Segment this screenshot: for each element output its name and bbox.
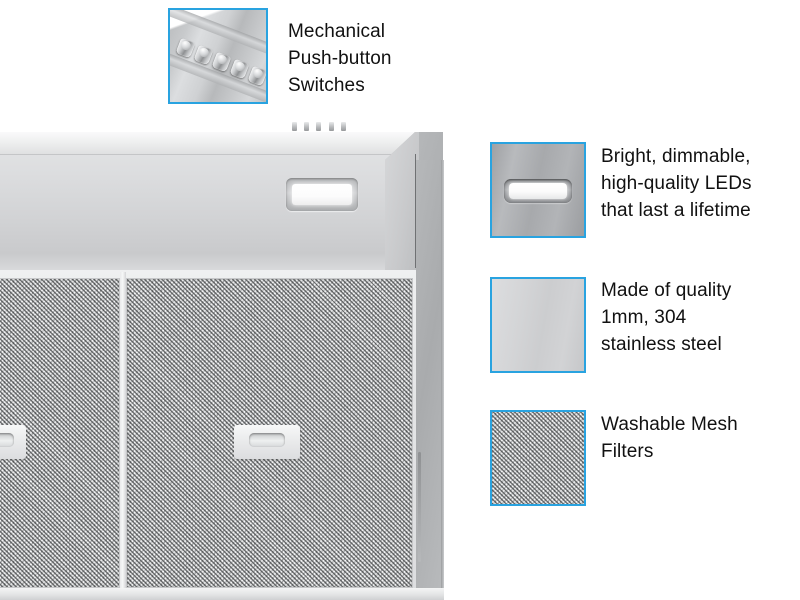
hood-right-outer-edge (441, 160, 444, 600)
hood-right-side-slot (418, 452, 421, 562)
hood-canopy-top-edge (0, 132, 416, 155)
hood-push-button-3 (316, 122, 321, 131)
mesh-filter-panel-right (126, 278, 413, 588)
hood-bottom-lip (0, 588, 444, 600)
hood-push-button-2 (304, 122, 309, 131)
filter-handle-left (0, 425, 26, 459)
hood-filter-frame (0, 270, 419, 600)
callout-label-led: Bright, dimmable, high-quality LEDs that… (601, 146, 752, 221)
hood-corner-seam (415, 154, 416, 268)
hood-push-button-5 (341, 122, 346, 131)
hood-push-button-1 (292, 122, 297, 131)
callout-thumbnail-led (490, 142, 586, 238)
led-housing (503, 178, 573, 203)
hood-corner-face (385, 132, 419, 270)
mesh-swatch-surface (492, 412, 584, 504)
callout-label-mesh: Washable Mesh Filters (601, 414, 738, 462)
led-lens (508, 182, 568, 199)
callout-thumbnail-switches (168, 8, 268, 104)
hood-push-button-4 (329, 122, 334, 131)
callout-label-steel: Made of quality 1mm, 304 stainless steel (601, 280, 732, 355)
hood-led-housing (286, 178, 358, 211)
callout-thumbnail-steel (490, 277, 586, 373)
filter-handle-right (234, 425, 300, 459)
hood-led-lens (292, 184, 352, 205)
callout-thumbnail-mesh (490, 410, 586, 506)
steel-swatch-surface (492, 279, 584, 371)
range-hood-product-photo (0, 122, 444, 600)
callout-label-switches: Mechanical Push-button Switches (288, 21, 392, 96)
filter-panel-divider (120, 272, 126, 600)
